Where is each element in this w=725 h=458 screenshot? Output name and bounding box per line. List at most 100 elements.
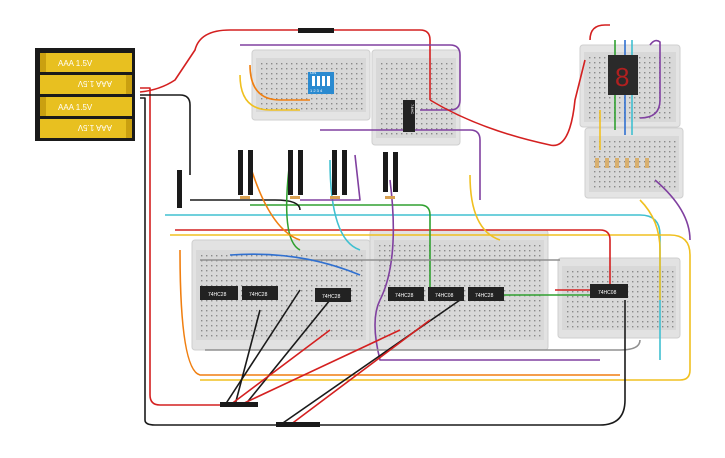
breadboard-hole xyxy=(524,305,526,307)
breadboard-hole xyxy=(587,286,589,288)
breadboard-hole xyxy=(504,285,506,287)
breadboard-hole xyxy=(386,78,388,80)
breadboard-hole xyxy=(216,300,218,302)
breadboard-hole xyxy=(226,335,228,337)
breadboard-hole xyxy=(479,330,481,332)
chip-5-label: 74HC08 xyxy=(435,293,454,299)
breadboard-hole xyxy=(514,265,516,267)
breadboard-hole xyxy=(672,306,674,308)
breadboard-hole xyxy=(226,315,228,317)
breadboard-hole xyxy=(409,330,411,332)
breadboard-hole xyxy=(434,305,436,307)
breadboard-hole xyxy=(619,102,621,104)
breadboard-hole xyxy=(236,335,238,337)
breadboard-hole xyxy=(459,330,461,332)
breadboard-hole xyxy=(624,141,626,143)
breadboard-hole xyxy=(406,93,408,95)
breadboard-hole xyxy=(434,265,436,267)
breadboard-hole xyxy=(627,316,629,318)
breadboard-hole xyxy=(211,305,213,307)
breadboard-hole xyxy=(301,325,303,327)
breadboard-hole xyxy=(361,305,363,307)
breadboard-hole xyxy=(306,103,308,105)
breadboard-hole xyxy=(236,305,238,307)
breadboard-hole xyxy=(599,166,601,168)
dip-switch[interactable]: ON 1 2 3 4 xyxy=(308,70,334,94)
breadboard-hole xyxy=(572,316,574,318)
breadboard-hole xyxy=(389,250,391,252)
breadboard-hole xyxy=(381,73,383,75)
breadboard-hole xyxy=(509,315,511,317)
breadboard-hole xyxy=(256,255,258,257)
breadboard-hole xyxy=(459,310,461,312)
breadboard-hole xyxy=(361,68,363,70)
wire-red-bottom-2 xyxy=(289,319,431,426)
breadboard-hole xyxy=(414,250,416,252)
breadboard-hole xyxy=(341,108,343,110)
breadboard-hole xyxy=(296,310,298,312)
breadboard-hole xyxy=(386,133,388,135)
breadboard-hole xyxy=(381,68,383,70)
breadboard-hole xyxy=(271,285,273,287)
breadboard-hole xyxy=(572,296,574,298)
breadboard-hole xyxy=(391,128,393,130)
breadboard-hole xyxy=(351,98,353,100)
breadboard-hole xyxy=(261,310,263,312)
breadboard-hole xyxy=(221,255,223,257)
breadboard-hole xyxy=(604,57,606,59)
breadboard-hole xyxy=(419,285,421,287)
breadboard-hole xyxy=(381,98,383,100)
breadboard-hole xyxy=(201,300,203,302)
breadboard-hole xyxy=(441,108,443,110)
breadboard-hole xyxy=(231,280,233,282)
breadboard-hole xyxy=(449,255,451,257)
breadboard-hole xyxy=(424,250,426,252)
breadboard-hole xyxy=(619,166,621,168)
breadboard-hole xyxy=(404,335,406,337)
breadboard-hole xyxy=(524,330,526,332)
breadboard-hole xyxy=(216,325,218,327)
breadboard-hole xyxy=(256,280,258,282)
breadboard-hole xyxy=(336,325,338,327)
breadboard-hole xyxy=(594,176,596,178)
breadboard-hole xyxy=(459,255,461,257)
breadboard-hole xyxy=(251,285,253,287)
breadboard-hole xyxy=(394,335,396,337)
breadboard-hole xyxy=(664,107,666,109)
breadboard-hole xyxy=(454,285,456,287)
breadboard-hole xyxy=(567,281,569,283)
breadboard-hole xyxy=(577,276,579,278)
breadboard-hole xyxy=(379,320,381,322)
wire-gray-2 xyxy=(205,339,641,351)
breadboard-hole xyxy=(459,280,461,282)
wire-green-long xyxy=(250,204,431,300)
breadboard-hole xyxy=(499,270,501,272)
breadboard-hole xyxy=(659,161,661,163)
breadboard-hole xyxy=(539,275,541,277)
breadboard-hole xyxy=(306,78,308,80)
breadboard-hole xyxy=(469,245,471,247)
breadboard-hole xyxy=(341,275,343,277)
breadboard-hole xyxy=(351,285,353,287)
breadboard-hole xyxy=(602,306,604,308)
breadboard-hole xyxy=(381,103,383,105)
breadboard-hole xyxy=(637,276,639,278)
breadboard-hole xyxy=(201,255,203,257)
breadboard-hole xyxy=(524,285,526,287)
breadboard-hole xyxy=(291,295,293,297)
breadboard-hole xyxy=(617,301,619,303)
breadboard-hole xyxy=(396,128,398,130)
breadboard-hole xyxy=(424,315,426,317)
breadboard-hole xyxy=(519,265,521,267)
breadboard-hole xyxy=(594,82,596,84)
breadboard-hole xyxy=(644,146,646,148)
breadboard-hole xyxy=(436,83,438,85)
breadboard-hole xyxy=(524,315,526,317)
breadboard-hole xyxy=(411,98,413,100)
breadboard-hole xyxy=(281,103,283,105)
breadboard-hole xyxy=(271,63,273,65)
breadboard-hole xyxy=(326,63,328,65)
breadboard-hole xyxy=(396,73,398,75)
breadboard-hole xyxy=(624,171,626,173)
wire-black-right-long xyxy=(315,300,626,426)
